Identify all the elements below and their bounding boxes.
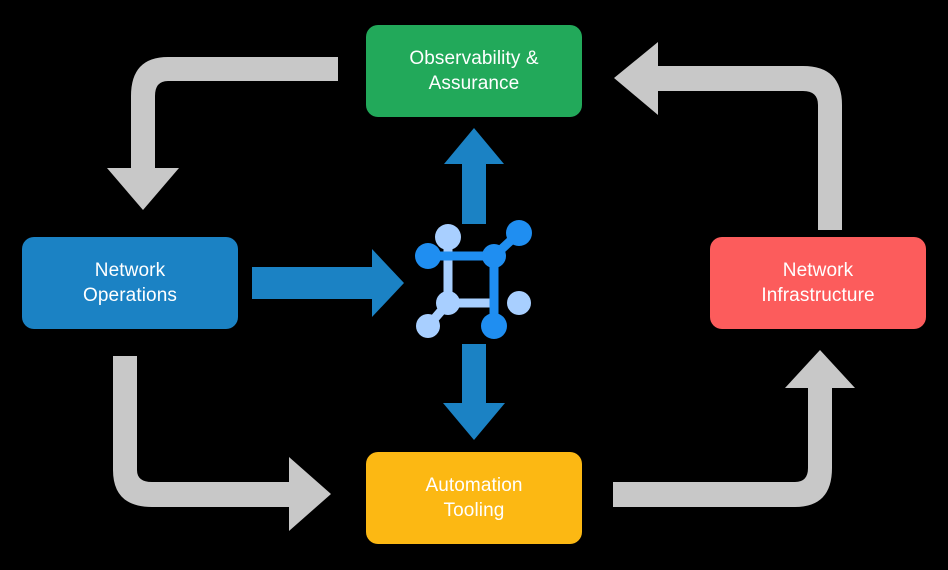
arrow-automation-to-infrastructure xyxy=(613,350,855,507)
node-label-network-operations: Network Operations xyxy=(83,259,177,306)
node-box-automation-tooling[interactable]: Automation Tooling xyxy=(366,452,582,544)
topology-nodes-primary xyxy=(415,220,532,339)
node-box-network-infrastructure[interactable]: Network Infrastructure xyxy=(710,237,926,329)
arrow-operations-to-automation xyxy=(113,356,331,531)
arrow-observability-to-operations xyxy=(107,57,338,210)
arrow-infrastructure-to-observability xyxy=(614,42,842,230)
topology-nodes-secondary xyxy=(416,224,531,338)
arrow-center-to-observability xyxy=(444,128,504,224)
node-label-observability-assurance: Observability & Assurance xyxy=(409,47,539,94)
node-box-network-operations[interactable]: Network Operations xyxy=(22,237,238,329)
arrow-operations-to-center xyxy=(252,249,404,317)
network-topology-icon xyxy=(415,220,532,339)
arrow-center-to-automation xyxy=(443,344,505,440)
center-icon-container xyxy=(415,215,540,340)
node-label-automation-tooling: Automation Tooling xyxy=(425,474,523,521)
node-box-observability-assurance[interactable]: Observability & Assurance xyxy=(366,25,582,117)
node-label-network-infrastructure: Network Infrastructure xyxy=(761,259,875,306)
